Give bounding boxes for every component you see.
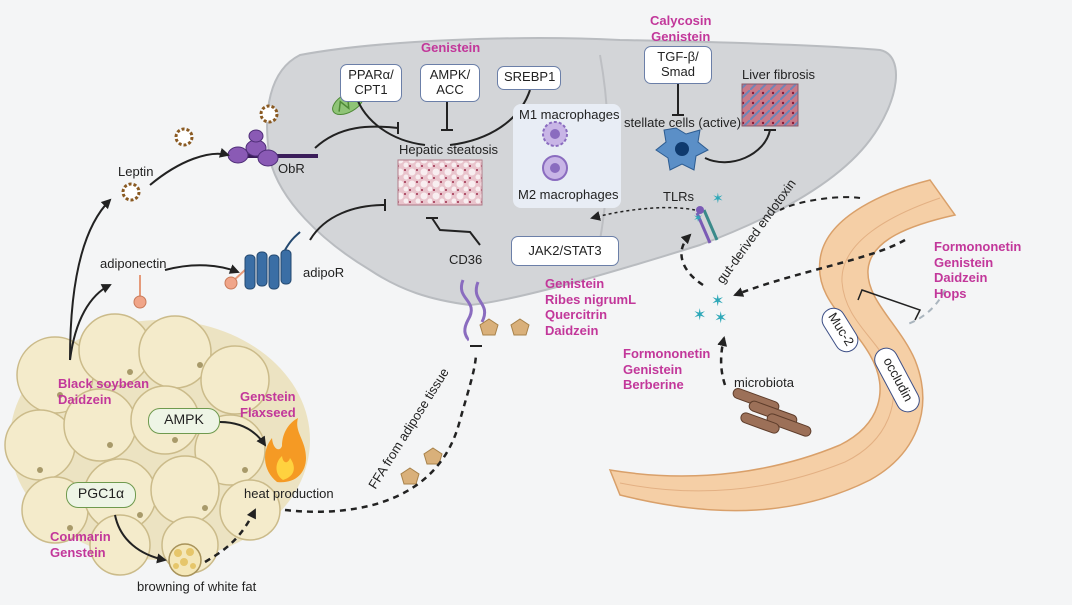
microbiota-icon xyxy=(732,388,812,437)
compound-label: Genstein xyxy=(50,544,106,560)
tgf-smad-box: TGF-β/Smad xyxy=(644,46,712,84)
compound-label: Formononetin xyxy=(623,346,711,361)
compound-label: Hops xyxy=(934,285,967,301)
dashed-arrows xyxy=(204,196,946,564)
compound-label: Daidzein xyxy=(934,270,988,286)
liver-compounds: Genistein xyxy=(421,40,480,56)
tlr-receptor-icon: ✶ ✶ xyxy=(693,191,724,244)
srebp1-box: SREBP1 xyxy=(497,66,561,90)
ppar-cpt1-box: PPARα/CPT1 xyxy=(340,64,402,102)
heat-production-label: heat production xyxy=(244,486,334,501)
gut-compounds-right: Formononetin Genistein Daidzein Hops xyxy=(934,239,1021,301)
compound-label: Berberine xyxy=(623,377,684,393)
pgc1a-box: PGC1α xyxy=(66,482,136,508)
svg-text:✶: ✶ xyxy=(711,291,724,310)
box-line: TGF-β/ xyxy=(657,49,699,64)
m2-label: M2 macrophages xyxy=(518,187,619,202)
adipor-receptor-icon xyxy=(244,231,301,290)
brown-fat-icon xyxy=(168,543,202,577)
compound-label: Formononetin xyxy=(934,239,1022,254)
svg-text:✶: ✶ xyxy=(693,305,706,324)
box-line: ACC xyxy=(436,81,464,97)
fibrosis-histology-image xyxy=(741,83,799,127)
cd36-receptor-icon xyxy=(459,279,487,342)
browning-compounds: Coumarin Genstein xyxy=(50,529,111,560)
jak2-stat3-box: JAK2/STAT3 xyxy=(511,236,619,266)
box-line: PPARα/ xyxy=(348,67,394,82)
adipor-label: adipoR xyxy=(303,265,345,280)
compound-label: Coumarin xyxy=(50,529,111,544)
jak-compounds: Genistein Ribes nigrumL Quercitrin Daidz… xyxy=(545,276,636,338)
compound-label: Flaxseed xyxy=(240,404,296,420)
arrows xyxy=(69,82,776,564)
flame-icon xyxy=(265,418,306,483)
tlrs-label: TLRs xyxy=(663,189,695,204)
barrier-bracket xyxy=(857,289,922,321)
macrophage-panel xyxy=(513,104,621,208)
ffa-icons xyxy=(400,318,530,485)
adiponectin-icon xyxy=(133,269,246,309)
stellate-cell-icon xyxy=(655,127,709,171)
box-line: CPT1 xyxy=(354,81,388,97)
tgf-compounds: Calycosin Genistein xyxy=(650,13,711,44)
compound-label: Daidzein xyxy=(545,322,599,338)
obr-label: ObR xyxy=(278,161,305,176)
compound-label: Genistein xyxy=(545,276,605,291)
compound-label: Genistein xyxy=(623,361,683,377)
leptin-icon xyxy=(121,104,279,202)
heat-compounds: Genstein Flaxseed xyxy=(240,389,296,420)
box-line: AMPK/ xyxy=(429,67,471,82)
cd36-label: CD36 xyxy=(449,252,483,267)
microbiota-label: microbiota xyxy=(734,375,794,390)
box-line: Smad xyxy=(661,63,695,79)
svg-text:✶: ✶ xyxy=(714,308,727,327)
stellate-cells-label: stellate cells (active) xyxy=(624,115,742,130)
steatosis-histology-image xyxy=(397,159,483,206)
compound-label: Genistein xyxy=(421,40,481,55)
m1-label: M1 macrophages xyxy=(519,107,620,122)
browning-label: browning of white fat xyxy=(137,579,257,594)
svg-text:✶: ✶ xyxy=(693,211,703,225)
gut-compounds-left: Formononetin Genistein Berberine xyxy=(623,346,710,393)
compound-label: Genstein xyxy=(240,389,296,404)
compound-label: Genistein xyxy=(651,28,711,44)
svg-text:✶: ✶ xyxy=(712,191,724,207)
compound-label: Quercitrin xyxy=(545,307,608,323)
hepatic-steatosis-label: Hepatic steatosis xyxy=(399,142,498,157)
compound-label: Ribes nigrumL xyxy=(545,291,637,307)
soy-compounds: Black soybean Daidzein xyxy=(58,376,149,407)
compound-label: Daidzein xyxy=(58,391,112,407)
endotoxin-icons: ✶✶✶ xyxy=(693,291,727,327)
compound-label: Black soybean xyxy=(58,376,150,391)
ampk-box: AMPK xyxy=(148,408,220,434)
compound-label: Genistein xyxy=(934,254,994,270)
compound-label: Calycosin xyxy=(650,13,712,28)
leptin-label: Leptin xyxy=(118,164,154,179)
ampk-acc-box: AMPK/ACC xyxy=(420,64,480,102)
adiponectin-label: adiponectin xyxy=(100,256,167,271)
liver-fibrosis-label: Liver fibrosis xyxy=(742,67,815,82)
